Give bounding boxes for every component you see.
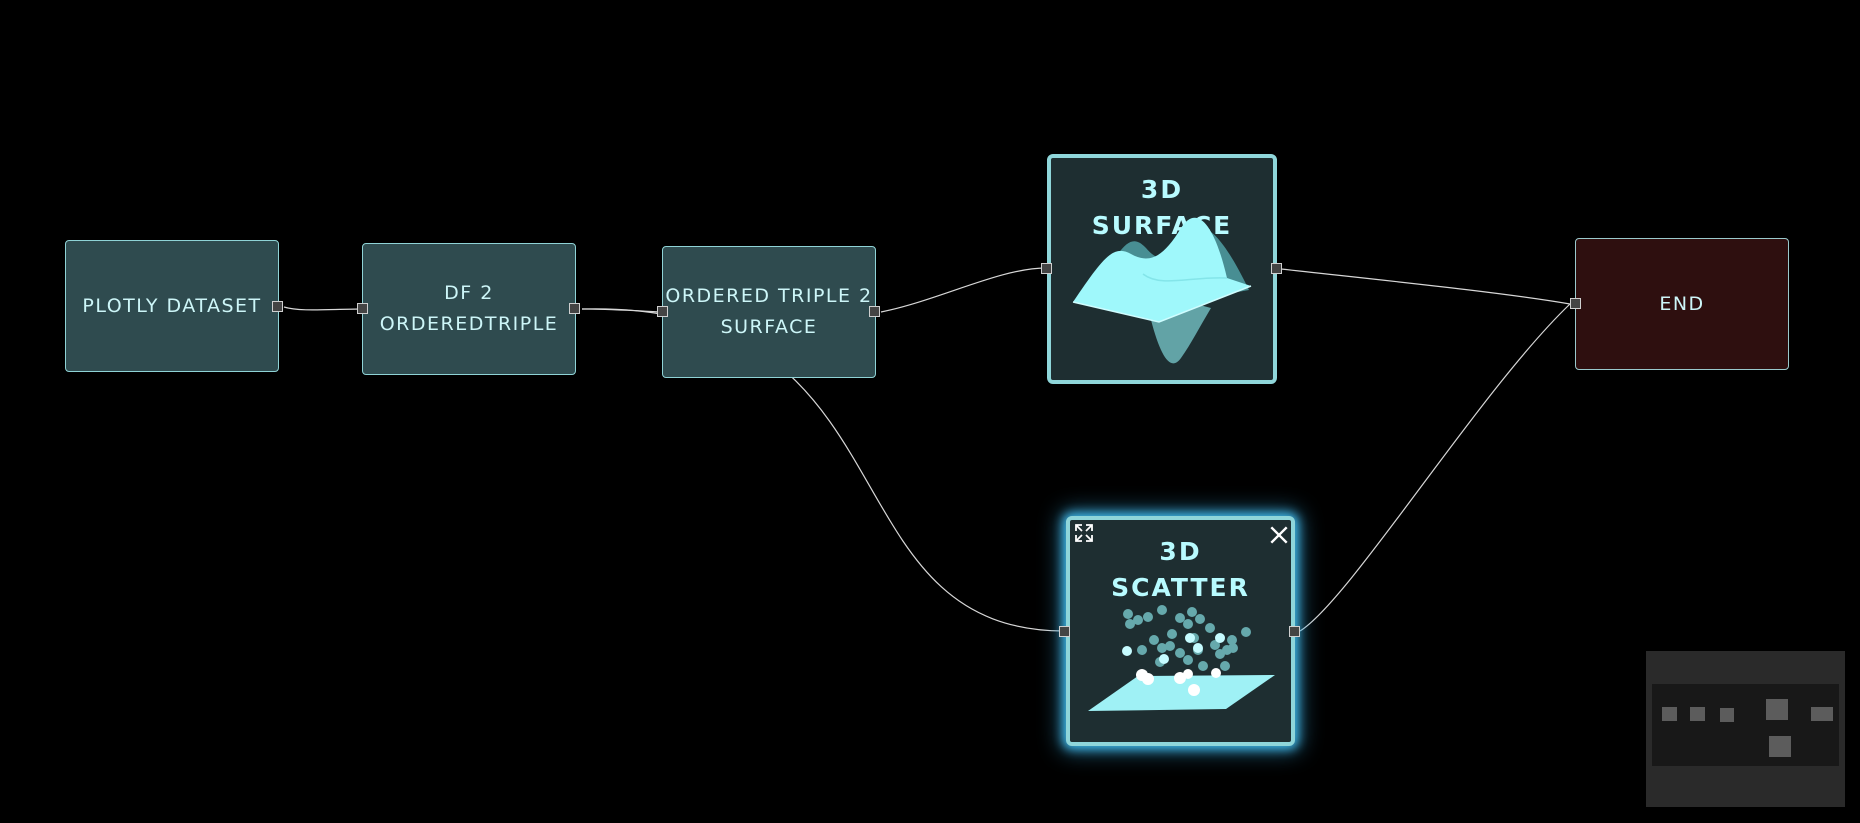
input-port[interactable]	[357, 303, 368, 314]
minimap-node	[1811, 707, 1833, 721]
minimap-node	[1720, 708, 1734, 722]
node-label: END	[1659, 292, 1705, 315]
input-port[interactable]	[1041, 263, 1052, 274]
edge-dataset-to-df[interactable]	[283, 306, 364, 311]
node-ordered-triple-surface[interactable]: ORDERED TRIPLE 2 SURFACE	[662, 246, 876, 378]
minimap-node	[1769, 736, 1791, 757]
node-label: PLOTLY DATASET	[82, 294, 262, 317]
minimap-viewport[interactable]	[1652, 684, 1839, 766]
output-port[interactable]	[1271, 263, 1282, 274]
close-icon[interactable]	[1268, 524, 1290, 546]
node-end[interactable]: END	[1575, 238, 1789, 370]
node-label: ORDERED TRIPLE 2 SURFACE	[665, 285, 873, 338]
surface-plot-icon	[1072, 217, 1252, 364]
output-port[interactable]	[869, 306, 880, 317]
input-port[interactable]	[657, 306, 668, 317]
node-df-orderedtriple[interactable]: DF 2 ORDEREDTRIPLE	[362, 243, 576, 375]
output-port[interactable]	[272, 301, 283, 312]
minimap-node	[1662, 707, 1677, 721]
scatter-plot-icon	[1088, 605, 1275, 711]
edge-scatter-to-end[interactable]	[1299, 303, 1571, 632]
node-plotly-dataset[interactable]: PLOTLY DATASET	[65, 240, 279, 372]
input-port[interactable]	[1570, 298, 1581, 309]
node-3d-scatter[interactable]: 3D SCATTER	[1066, 516, 1295, 746]
minimap-node	[1766, 699, 1788, 720]
expand-icon[interactable]	[1073, 522, 1095, 544]
output-port[interactable]	[569, 303, 580, 314]
edge-df-to-orderedtriple[interactable]	[581, 308, 663, 313]
edge-surface-to-end[interactable]	[1280, 268, 1571, 305]
node-label: DF 2 ORDEREDTRIPLE	[379, 282, 559, 335]
minimap[interactable]	[1646, 651, 1845, 807]
edge-orderedtriple-to-surface[interactable]	[880, 267, 1047, 313]
node-title: 3D SURFACE	[1091, 175, 1233, 240]
output-port[interactable]	[1289, 626, 1300, 637]
minimap-node	[1690, 707, 1705, 721]
node-3d-surface[interactable]: 3D SURFACE	[1047, 154, 1277, 384]
node-title: 3D SCATTER	[1111, 537, 1250, 602]
input-port[interactable]	[1059, 626, 1070, 637]
